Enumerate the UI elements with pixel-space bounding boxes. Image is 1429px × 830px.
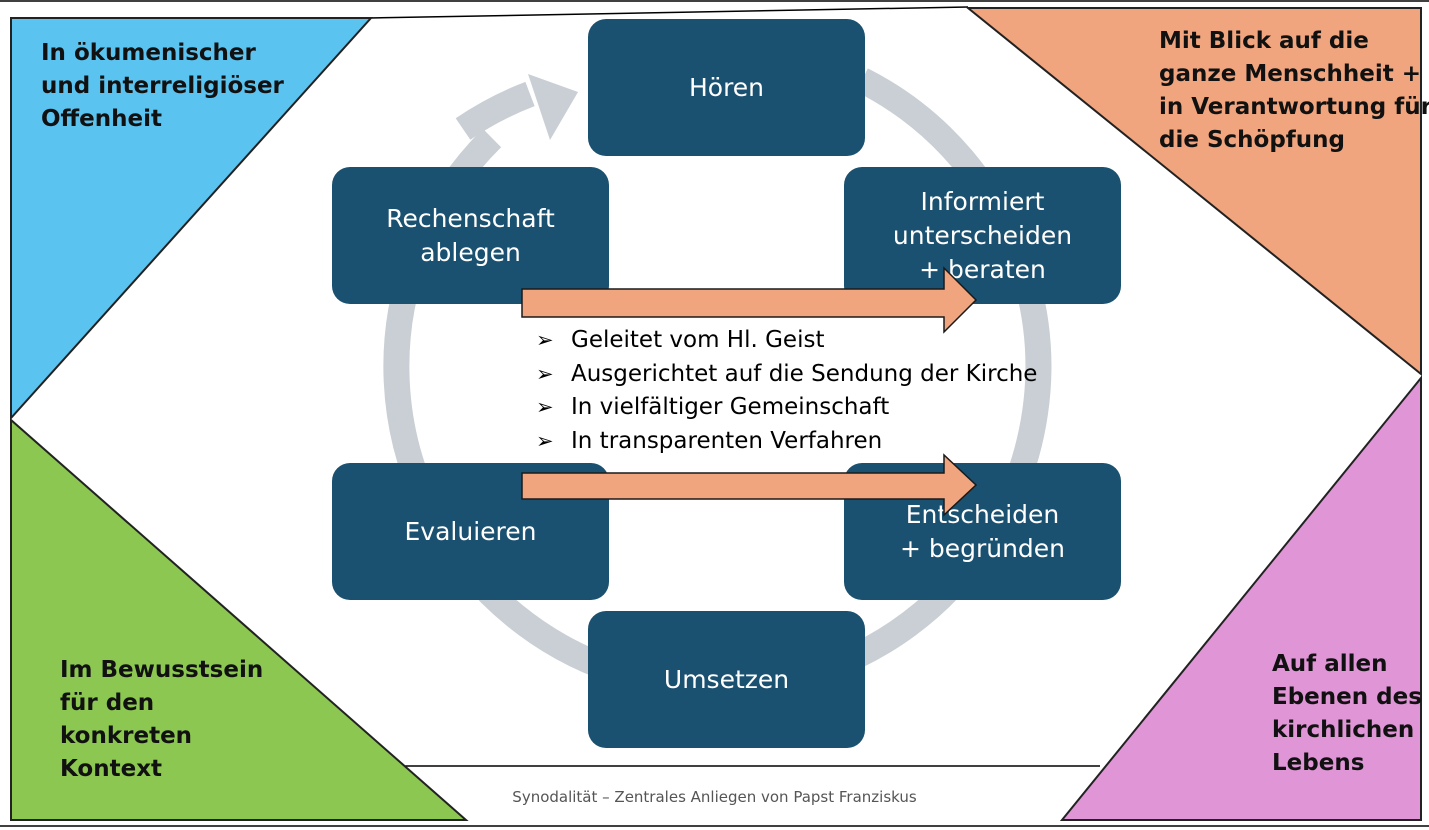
step-label: unterscheiden <box>892 220 1073 250</box>
corner-line: und interreligiöser <box>41 73 284 99</box>
list-item-text: Geleitet vom Hl. Geist <box>571 327 825 353</box>
corner-line: ganze Menschheit + <box>1159 61 1422 87</box>
step-label: Hören <box>688 72 765 102</box>
step-label: Entscheiden <box>905 499 1060 529</box>
corner-line: Ebenen des <box>1272 684 1422 710</box>
corner-line: In ökumenischer <box>41 40 256 66</box>
step-box-hoeren: Hören <box>588 19 865 156</box>
corner-line: Auf allen <box>1272 651 1388 677</box>
corner-text-bottom-left: Im Bewusstsein für den konkreten Kontext <box>60 654 263 786</box>
list-item-text: In vielfältiger Gemeinschaft <box>571 394 890 420</box>
top-border-line <box>369 6 969 19</box>
corner-line: kirchlichen <box>1272 717 1415 743</box>
cycle-arrowhead <box>528 74 578 140</box>
list-item: ➢ Ausgerichtet auf die Sendung der Kirche <box>536 358 1037 392</box>
list-item: ➢ In transparenten Verfahren <box>536 425 1037 459</box>
arrow-bullet-icon: ➢ <box>536 428 554 453</box>
corner-line: Im Bewusstsein <box>60 657 264 683</box>
corner-text-top-left: In ökumenischer und interreligiöser Offe… <box>41 37 284 136</box>
list-item-text: Ausgerichtet auf die Sendung der Kirche <box>571 360 1038 387</box>
cycle-ring-arc-tail <box>455 81 535 140</box>
corner-triangle-bottom-left <box>10 417 469 821</box>
step-label: ablegen <box>420 237 521 267</box>
list-item-text: In transparenten Verfahren <box>571 427 883 454</box>
corner-line: Lebens <box>1272 750 1365 776</box>
corner-line: Mit Blick auf die <box>1159 28 1369 54</box>
list-item: ➢ Geleitet vom Hl. Geist <box>536 324 1037 358</box>
corner-triangle-top-right <box>965 7 1422 377</box>
corner-line: Offenheit <box>41 106 163 132</box>
step-box-rechenschaft: Rechenschaft ablegen <box>332 167 609 304</box>
principles-list: ➢ Geleitet vom Hl. Geist ➢ Ausgerichtet au… <box>536 324 1037 458</box>
top-orange-arrow <box>521 266 978 334</box>
step-box-umsetzen: Umsetzen <box>588 611 865 748</box>
corner-triangle-bottom-right <box>1059 375 1422 821</box>
arrow-bullet-icon: ➢ <box>536 361 554 386</box>
step-label: Rechenschaft <box>386 203 555 233</box>
corner-line: für den <box>60 690 155 716</box>
arrow-bullet-icon: ➢ <box>536 328 554 352</box>
step-label: Evaluieren <box>404 516 537 546</box>
corner-line: in Verantwortung für <box>1159 94 1429 120</box>
step-box-informiert-unterscheiden: Informiert unterscheiden + beraten <box>844 167 1121 304</box>
corner-triangle-top-left <box>10 17 374 421</box>
footer-caption: Synodalität – Zentrales Anliegen von Pap… <box>512 788 917 806</box>
corner-line: konkreten <box>60 723 193 749</box>
corner-line: Kontext <box>60 756 163 782</box>
step-label: Informiert <box>920 186 1045 216</box>
arrow-bullet-icon: ➢ <box>536 395 554 419</box>
corner-line: die Schöpfung <box>1159 127 1346 153</box>
list-item: ➢ In vielfältiger Gemeinschaft <box>536 391 1037 425</box>
step-label: + beraten <box>919 254 1046 284</box>
step-label: + begründen <box>899 533 1066 563</box>
corner-text-bottom-right: Auf allen Ebenen des kirchlichen Lebens <box>1272 648 1422 780</box>
corner-text-top-right: Mit Blick auf die ganze Menschheit + in … <box>1159 25 1429 157</box>
step-label: Umsetzen <box>663 664 790 694</box>
bottom-orange-arrow <box>521 453 978 517</box>
